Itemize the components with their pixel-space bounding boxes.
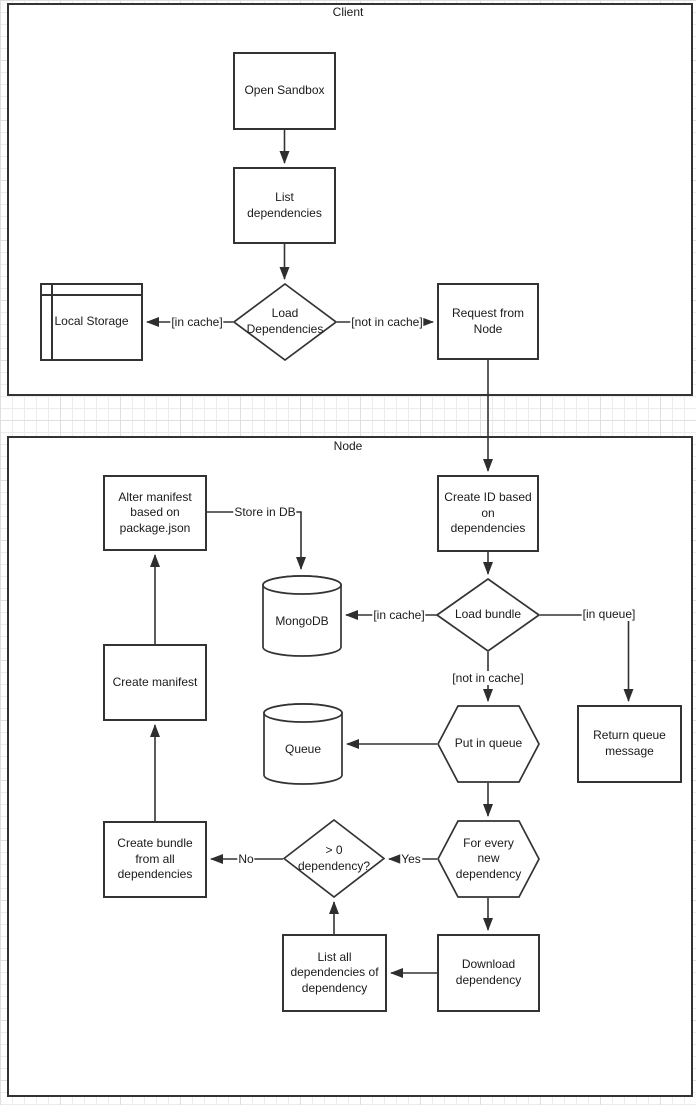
edge-label-in-cache-node: [in cache]: [372, 608, 426, 622]
edge-label-in-queue: [in queue]: [581, 607, 637, 621]
cylinder-shape: [262, 575, 342, 657]
node-load-bundle-label: Load bundle: [454, 607, 522, 622]
node-alter-manifest[interactable]: Alter manifest based on package.json: [103, 475, 207, 551]
node-mongodb-label: MongoDB: [275, 614, 329, 629]
node-request-from-node[interactable]: Request from Node: [437, 283, 539, 360]
cylinder-shape: [263, 703, 343, 785]
node-list-all-dependencies[interactable]: List all dependencies of dependency: [282, 934, 387, 1012]
node-gt-zero-dependency-label: > 0 dependency?: [297, 842, 371, 873]
edge-altermanifest-mongodb: [207, 511, 306, 570]
edge-label-store-in-db: Store in DB: [233, 505, 297, 519]
node-download-dependency-label: Download dependency: [455, 957, 522, 987]
node-put-in-queue-label: Put in queue: [454, 736, 523, 751]
node-for-every-new-dependency[interactable]: For every new dependency: [437, 820, 540, 898]
hexagon-shape: [437, 705, 540, 783]
hexagon-shape: [437, 820, 540, 898]
node-list-dependencies-label: List dependencies: [247, 189, 322, 220]
node-load-dependencies[interactable]: Load Dependencies: [233, 283, 337, 361]
node-request-from-node-label: Request from Node: [451, 305, 525, 336]
node-put-in-queue[interactable]: Put in queue: [437, 705, 540, 783]
node-open-sandbox[interactable]: Open Sandbox: [233, 52, 336, 130]
node-create-manifest-label: Create manifest: [112, 674, 198, 689]
node-open-sandbox-label: Open Sandbox: [244, 83, 325, 98]
edge-label-not-in-cache-client: [not in cache]: [350, 315, 424, 329]
node-queue-label: Queue: [284, 742, 322, 757]
internal-storage-hline: [42, 294, 141, 296]
edge-label-not-in-cache-node: [not in cache]: [451, 671, 525, 685]
node-for-every-new-dependency-label: For every new dependency: [455, 835, 522, 881]
node-create-manifest[interactable]: Create manifest: [103, 644, 207, 721]
edge-label-yes: Yes: [400, 852, 422, 866]
node-gt-zero-dependency[interactable]: > 0 dependency?: [283, 819, 385, 898]
node-create-id[interactable]: Create ID based on dependencies: [437, 475, 539, 552]
diamond-shape: [436, 578, 540, 652]
node-list-all-dependencies-label: List all dependencies of dependency: [290, 949, 379, 995]
diamond-shape: [233, 283, 337, 361]
node-alter-manifest-label: Alter manifest based on package.json: [118, 489, 192, 535]
diamond-shape: [283, 819, 385, 898]
node-return-queue-message[interactable]: Return queue message: [577, 705, 682, 783]
edge-loadbundle-returnqueue: [540, 614, 634, 702]
node-list-dependencies[interactable]: List dependencies: [233, 167, 336, 244]
node-load-bundle[interactable]: Load bundle: [436, 578, 540, 652]
node-local-storage-label: Local Storage: [54, 314, 129, 329]
internal-storage-vline: [51, 285, 53, 359]
node-mongodb[interactable]: MongoDB: [262, 575, 342, 657]
node-local-storage[interactable]: Local Storage: [40, 283, 143, 361]
node-download-dependency[interactable]: Download dependency: [437, 934, 540, 1012]
node-container-label: Node: [333, 439, 363, 453]
node-create-id-label: Create ID based on dependencies: [444, 490, 532, 536]
node-create-bundle[interactable]: Create bundle from all dependencies: [103, 821, 207, 898]
node-load-dependencies-label: Load Dependencies: [246, 306, 324, 336]
node-create-bundle-label: Create bundle from all dependencies: [117, 836, 193, 882]
edge-label-no: No: [237, 852, 255, 866]
client-container-label: Client: [332, 5, 364, 19]
node-queue[interactable]: Queue: [263, 703, 343, 785]
node-return-queue-message-label: Return queue message: [593, 728, 666, 758]
edge-label-in-cache-client: [in cache]: [170, 315, 224, 329]
